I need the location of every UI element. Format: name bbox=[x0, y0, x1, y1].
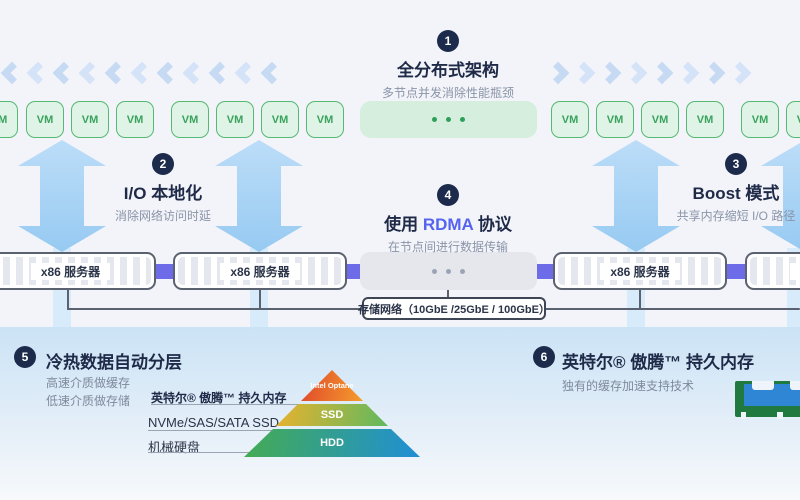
double-arrow-icon bbox=[761, 142, 800, 250]
vm-node: VM bbox=[26, 101, 64, 138]
step-3-boost-mode: 3 Boost 模式 共享内存缩短 I/O 路径 bbox=[636, 153, 800, 224]
step-6-subtitle: 独有的缓存加速支持技术 bbox=[562, 379, 695, 393]
step-6-badge: 6 bbox=[533, 346, 555, 368]
bottom-panel bbox=[0, 327, 800, 500]
step-5-subtitle-line1: 高速介质做缓存 bbox=[46, 376, 131, 390]
step-2-io-localization: 2 I/O 本地化 消除网络访问时延 bbox=[63, 153, 263, 224]
double-arrow-icon bbox=[592, 140, 680, 252]
tier-label-ssd: NVMe/SAS/SATA SSD bbox=[148, 415, 280, 430]
server-link-connector bbox=[150, 264, 178, 279]
step-3-subtitle: 共享内存缩短 I/O 路径 bbox=[676, 209, 796, 223]
tier-label-optane: 英特尔® 傲腾™ 持久内存 bbox=[151, 391, 287, 405]
server-link-connector bbox=[532, 264, 558, 279]
pyramid-tier-hdd bbox=[244, 429, 420, 457]
x86-server-node: x86 服务器 bbox=[0, 252, 156, 290]
step-1-distributed-architecture: 1 全分布式架构 多节点并发消除性能瓶颈 bbox=[348, 30, 548, 101]
step-1-badge: 1 bbox=[437, 30, 459, 52]
rdma-accent-text: RDMA bbox=[422, 215, 474, 234]
pyramid-tier-ssd-text: SSD bbox=[320, 409, 344, 421]
x86-server-node: x86 服务器 bbox=[745, 252, 800, 290]
network-stub-line bbox=[639, 290, 641, 310]
network-stub-line bbox=[259, 290, 261, 310]
network-stub-line bbox=[67, 290, 69, 310]
step-5-badge: 5 bbox=[14, 346, 36, 368]
vm-node: VM bbox=[551, 101, 589, 138]
x86-server-node: x86 服务器 bbox=[553, 252, 727, 290]
step-2-badge: 2 bbox=[152, 153, 174, 175]
server-link-connector bbox=[722, 264, 750, 279]
step-4-subtitle: 在节点间进行数据传输 bbox=[387, 240, 508, 254]
vm-node: VM bbox=[306, 101, 344, 138]
pyramid-tier-hdd-text: HDD bbox=[320, 437, 344, 449]
pyramid-tier-ssd bbox=[276, 404, 388, 426]
step-2-subtitle: 消除网络访问时延 bbox=[114, 209, 211, 223]
server-link-connector bbox=[343, 264, 365, 279]
step-5-title: 冷热数据自动分层 bbox=[46, 353, 182, 372]
step-1-subtitle: 多节点并发消除性能瓶颈 bbox=[381, 86, 514, 100]
vm-node: VM bbox=[261, 101, 299, 138]
step-6-title: 英特尔® 傲腾™ 持久内存 bbox=[562, 353, 754, 372]
step-4-rdma-protocol: 4 使用 RDMA 协议 在节点间进行数据传输 bbox=[348, 184, 548, 255]
vm-node: VM bbox=[641, 101, 679, 138]
flow-chevrons-right-icon bbox=[546, 56, 758, 90]
step-1-title: 全分布式架构 bbox=[397, 61, 499, 80]
step-2-title: I/O 本地化 bbox=[123, 184, 203, 203]
vm-node: VM bbox=[171, 101, 209, 138]
step-5-subtitle-line2: 低速介质做存储 bbox=[46, 394, 131, 408]
vm-node: VM bbox=[216, 101, 254, 138]
step-4-badge: 4 bbox=[437, 184, 459, 206]
vm-node: VM bbox=[686, 101, 724, 138]
tier-label-hdd: 机械硬盘 bbox=[148, 440, 201, 455]
flow-chevrons-left-icon bbox=[0, 56, 290, 90]
vm-node: VM bbox=[71, 101, 109, 138]
more-vms-ellipsis-icon bbox=[360, 101, 537, 138]
step-3-badge: 3 bbox=[725, 153, 747, 175]
leader-line bbox=[148, 452, 250, 453]
leader-line bbox=[148, 430, 273, 431]
vm-node: VM bbox=[741, 101, 779, 138]
step-3-title: Boost 模式 bbox=[692, 184, 780, 203]
leader-line bbox=[151, 404, 300, 405]
memory-dimm-icon bbox=[735, 381, 800, 419]
x86-server-node: x86 服务器 bbox=[173, 252, 347, 290]
double-arrow-icon bbox=[18, 140, 106, 252]
more-servers-ellipsis-icon bbox=[360, 252, 537, 290]
pyramid-tier-optane-text: Intel Optane bbox=[310, 381, 354, 390]
vm-node: VM bbox=[786, 101, 800, 138]
storage-network-label: 存储网络（10GbE /25GbE / 100GbE） bbox=[358, 297, 550, 320]
vm-node: VM bbox=[116, 101, 154, 138]
step-4-title: 使用 RDMA 协议 bbox=[384, 215, 512, 234]
vm-node: VM bbox=[0, 101, 18, 138]
vm-node: VM bbox=[596, 101, 634, 138]
double-arrow-icon bbox=[215, 140, 303, 252]
